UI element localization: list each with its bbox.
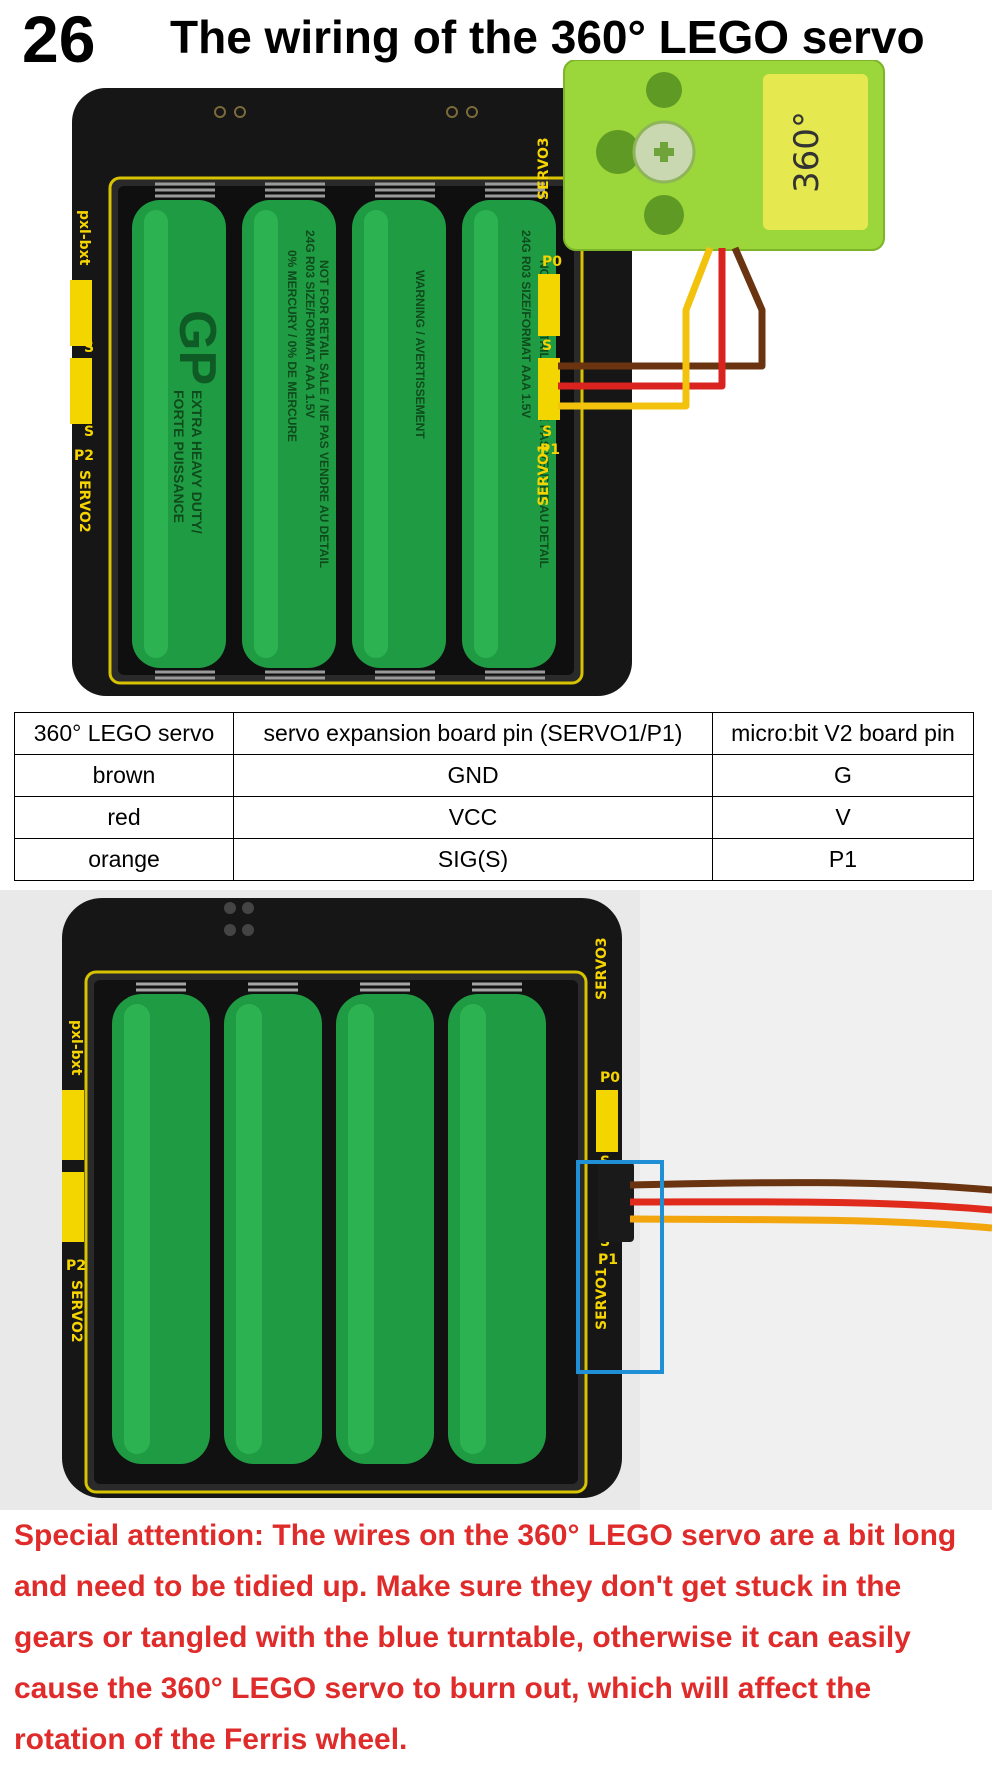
board-label: P1 — [598, 1252, 618, 1268]
red-wire — [629, 1198, 992, 1214]
lego-servo: 360° — [563, 60, 885, 251]
table-cell: SIG(S) — [233, 838, 713, 881]
table-header-cell: servo expansion board pin (SERVO1/P1) — [233, 712, 713, 755]
right-pin-headers: SERVO3 P0 S S P1 SERVO1 — [536, 137, 562, 506]
table-cell: brown — [14, 754, 234, 797]
brown-wire — [558, 246, 766, 370]
board-label: SERVO2 — [68, 1280, 84, 1343]
orange-wire — [629, 1215, 992, 1232]
battery-3: WARNING / AVERTISSEMENT — [352, 200, 446, 668]
table-cell: orange — [14, 838, 234, 881]
table-cell: red — [14, 796, 234, 839]
battery-4: 24G R03 SIZE/FORMAT AAA 1.5V NOT FOR RET… — [462, 200, 556, 668]
highlight-box — [576, 1160, 664, 1374]
battery-2: 24G R03 SIZE/FORMAT AAA 1.5V 0% MERCURY … — [242, 200, 336, 668]
brown-wire — [629, 1179, 992, 1194]
board-label: P2 — [66, 1258, 86, 1274]
table-cell: V — [712, 796, 974, 839]
table-cell: VCC — [233, 796, 713, 839]
attention-line: and need to be tidied up. Make sure they… — [14, 1570, 902, 1603]
board-label: S — [542, 338, 552, 354]
red-wire — [558, 248, 726, 390]
page-title: The wiring of the 360° LEGO servo — [170, 11, 925, 63]
wiring-photo-figure: pxl-bxt P2 SERVO2 SERVO3 P0 S S P1 SERVO… — [0, 890, 992, 1510]
battery-text: EXTRA HEAVY DUTY/ — [189, 390, 205, 534]
table-row: brown GND G — [14, 754, 974, 797]
left-pin-headers: pxl-bxt S S P2 SERVO2 — [70, 210, 94, 533]
attention-line: Special attention: The wires on the 360°… — [14, 1519, 957, 1552]
board-label: SERVO1 — [594, 1267, 610, 1330]
wiring-table: 360° LEGO servo servo expansion board pi… — [14, 712, 974, 881]
table-cell: GND — [233, 754, 713, 797]
board-label: pxl-bxt — [76, 210, 92, 266]
servo-wires — [558, 246, 766, 410]
servo-connector — [598, 1162, 634, 1242]
battery-text: 24G R03 SIZE/FORMAT AAA 1.5V — [519, 230, 533, 418]
left-pin-headers: pxl-bxt P2 SERVO2 — [62, 1020, 86, 1343]
wiring-diagram-svg: GP EXTRA HEAVY DUTY/ FORTE PUISSANCE 24G… — [70, 60, 885, 696]
battery-text: 24G R03 SIZE/FORMAT AAA 1.5V — [303, 230, 317, 418]
table-cell: P1 — [712, 838, 974, 881]
table-header-row: 360° LEGO servo servo expansion board pi… — [14, 712, 974, 755]
battery-text: FORTE PUISSANCE — [171, 390, 187, 523]
battery-2 — [224, 994, 322, 1464]
board-label: P0 — [542, 254, 562, 270]
attention-line: cause the 360° LEGO servo to burn out, w… — [14, 1672, 872, 1705]
board-label: pxl-bxt — [68, 1020, 84, 1076]
board-label: SERVO1 — [536, 443, 552, 506]
board-label: P1 — [540, 442, 560, 458]
table-cell: G — [712, 754, 974, 797]
step-number: 26 — [22, 2, 96, 76]
board-label: S — [84, 424, 94, 440]
board-label: SERVO3 — [536, 137, 552, 200]
orange-wire — [558, 246, 714, 410]
special-attention-note: Special attention: The wires on the 360°… — [14, 1510, 984, 1765]
board-label: S — [84, 340, 94, 356]
board-label: P0 — [600, 1070, 620, 1086]
board-label: SERVO2 — [76, 470, 92, 533]
header: 26 The wiring of the 360° LEGO servo — [0, 0, 992, 84]
battery-3 — [336, 994, 434, 1464]
table-row: red VCC V — [14, 796, 974, 839]
battery-brand-text: GP — [168, 310, 226, 385]
table-header-cell: 360° LEGO servo — [14, 712, 234, 755]
attention-line: gears or tangled with the blue turntable… — [14, 1621, 911, 1654]
battery-text: 0% MERCURY / 0% DE MERCURE — [285, 250, 299, 442]
board-label: SERVO3 — [594, 937, 610, 1000]
table-row: orange SIG(S) P1 — [14, 838, 974, 881]
battery-1: GP EXTRA HEAVY DUTY/ FORTE PUISSANCE — [132, 200, 226, 668]
board-label: P2 — [74, 448, 94, 464]
servo-wires — [629, 1179, 992, 1232]
board-label: S — [542, 424, 552, 440]
battery-text: NOT FOR RETAIL SALE / NE PAS VENDRE AU D… — [317, 260, 331, 568]
wiring-photo-svg: pxl-bxt P2 SERVO2 SERVO3 P0 S S P1 SERVO… — [0, 890, 992, 1510]
battery-1 — [112, 994, 210, 1464]
wiring-diagram-figure: GP EXTRA HEAVY DUTY/ FORTE PUISSANCE 24G… — [70, 60, 992, 705]
table-header-cell: micro:bit V2 board pin — [712, 712, 974, 755]
servo-label: 360° — [787, 111, 827, 193]
battery-4 — [448, 994, 546, 1464]
battery-text: WARNING / AVERTISSEMENT — [413, 270, 427, 439]
attention-line: rotation of the Ferris wheel. — [14, 1723, 408, 1756]
